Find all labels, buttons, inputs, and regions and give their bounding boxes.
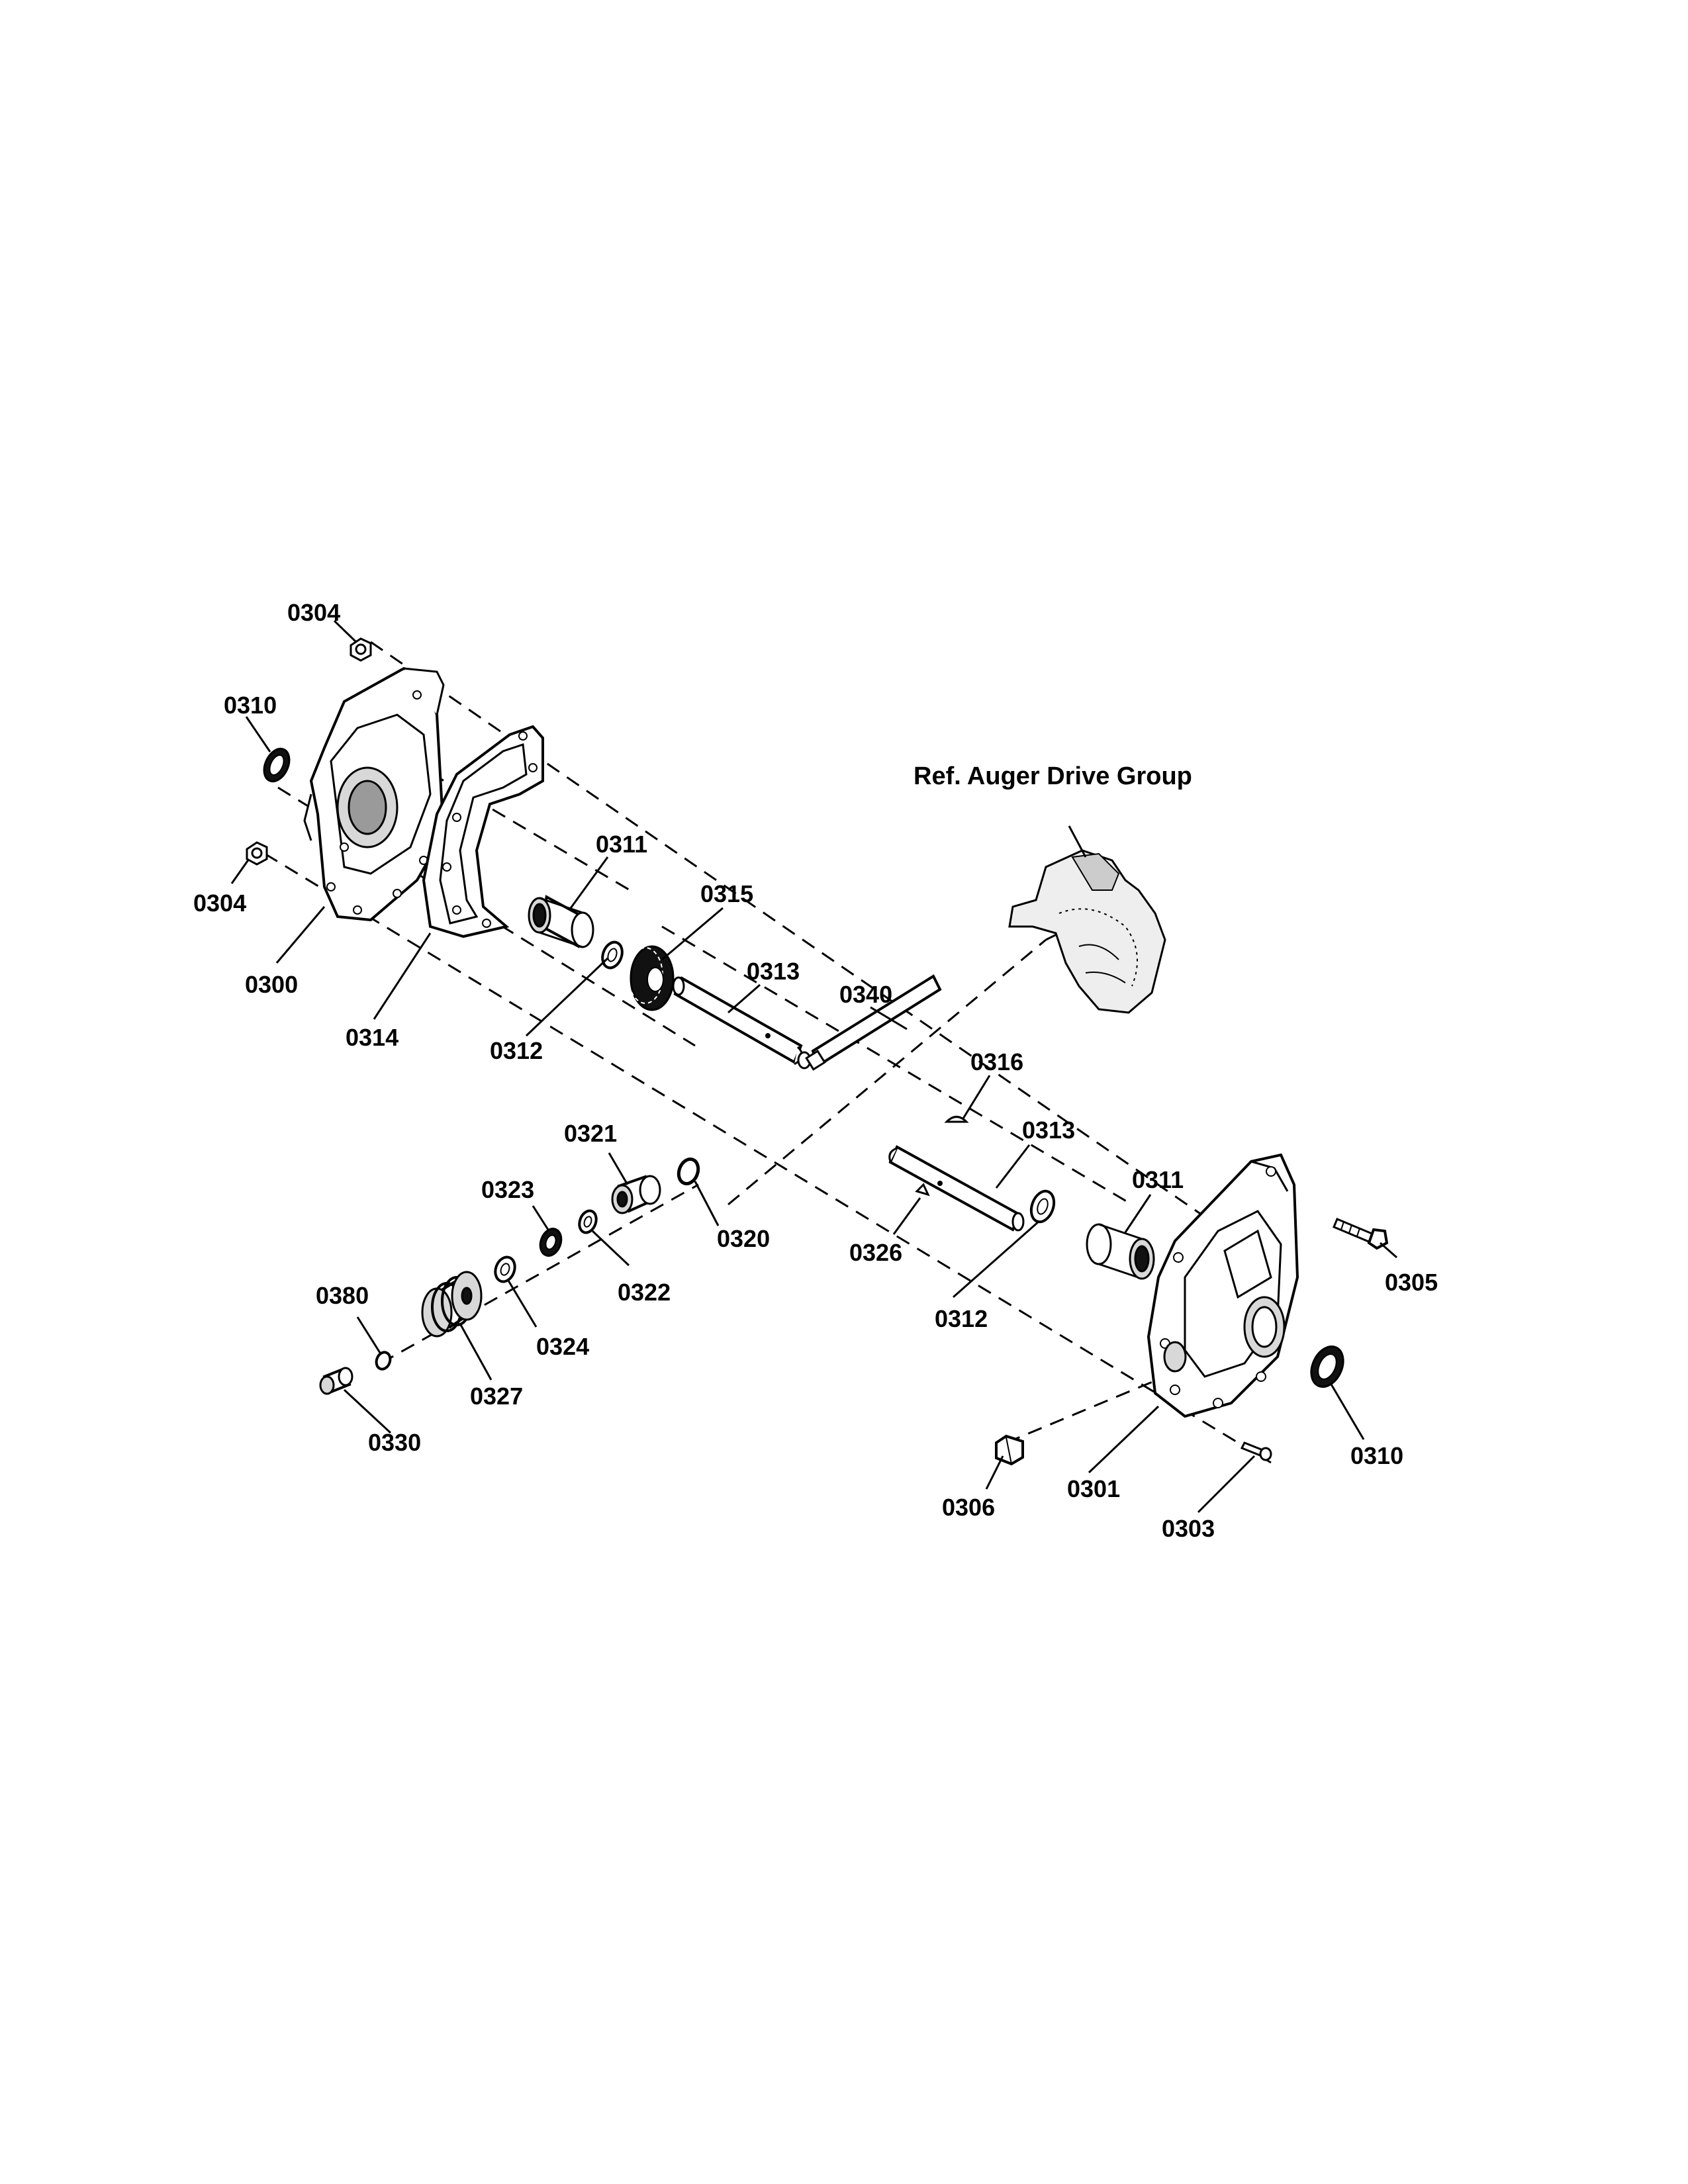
callout-0312-left: 0312 <box>490 1037 543 1064</box>
callout-0320: 0320 <box>717 1225 770 1252</box>
bearing-0311-left <box>528 895 594 948</box>
reference-auger-drive-group: Ref. Auger Drive Group <box>914 762 1192 790</box>
callout-0321: 0321 <box>564 1120 617 1147</box>
callout-0304-upper: 0304 <box>287 599 340 626</box>
callout-0327: 0327 <box>470 1383 523 1410</box>
callout-0316: 0316 <box>970 1048 1023 1075</box>
auger-drive-group-fragment <box>1008 849 1166 1014</box>
screw-0303 <box>1240 1441 1272 1461</box>
worm-0327 <box>421 1271 483 1338</box>
callout-0313-lower: 0313 <box>1022 1116 1075 1144</box>
snap-ring-0320 <box>677 1158 700 1185</box>
callout-0306: 0306 <box>942 1494 995 1521</box>
callout-0303: 0303 <box>1162 1515 1215 1542</box>
washer-0324 <box>494 1255 516 1283</box>
washer-0322 <box>578 1209 598 1234</box>
leader-lines <box>230 619 1397 1514</box>
callout-0330: 0330 <box>368 1429 421 1456</box>
callout-0304-lower: 0304 <box>193 889 246 917</box>
shaft-0313-lower <box>888 1145 1025 1232</box>
key-0316 <box>944 1116 969 1123</box>
callout-0324: 0324 <box>536 1333 589 1360</box>
callout-0314: 0314 <box>346 1024 399 1051</box>
gear-0315 <box>628 945 675 1011</box>
washer-0312-right <box>1029 1189 1056 1224</box>
callout-0313-upper: 0313 <box>747 958 800 985</box>
callout-0310-right: 0310 <box>1350 1442 1403 1469</box>
callout-0310-left: 0310 <box>224 692 277 719</box>
seal-0310-right <box>1310 1345 1344 1388</box>
thrust-washer-0323 <box>539 1228 563 1257</box>
bearing-0311-right <box>1086 1223 1155 1280</box>
callout-0312-right: 0312 <box>935 1305 988 1332</box>
bearing-0321 <box>611 1175 661 1214</box>
callout-labels: 0304 0310 0304 0300 0314 0311 0315 0312 … <box>193 599 1438 1542</box>
nut-0304-lower <box>246 841 268 866</box>
cap-0330 <box>319 1367 353 1395</box>
ring-0380 <box>375 1351 392 1371</box>
callout-0300: 0300 <box>245 971 298 998</box>
callout-0340: 0340 <box>839 981 892 1008</box>
screw-0305 <box>1333 1218 1389 1250</box>
callout-0311-right: 0311 <box>1132 1166 1184 1193</box>
callout-0323: 0323 <box>481 1176 534 1203</box>
gasket-0314 <box>422 725 544 938</box>
callout-0301: 0301 <box>1067 1475 1120 1502</box>
housing-0300 <box>303 666 445 922</box>
seal-0310-left <box>263 747 291 783</box>
shaft-0340 <box>797 974 942 1071</box>
callout-0311-left: 0311 <box>596 831 647 858</box>
callout-0326: 0326 <box>849 1239 902 1266</box>
washer-0312-left <box>601 940 624 970</box>
callout-0380: 0380 <box>316 1282 369 1309</box>
nut-0304-upper <box>350 637 372 662</box>
pin-0326 <box>915 1183 930 1197</box>
callout-0305: 0305 <box>1385 1269 1438 1296</box>
shaft-0313-upper <box>672 976 803 1066</box>
housing-0301 <box>1147 1153 1299 1418</box>
callout-0322: 0322 <box>618 1279 671 1306</box>
callout-0315: 0315 <box>700 880 753 907</box>
